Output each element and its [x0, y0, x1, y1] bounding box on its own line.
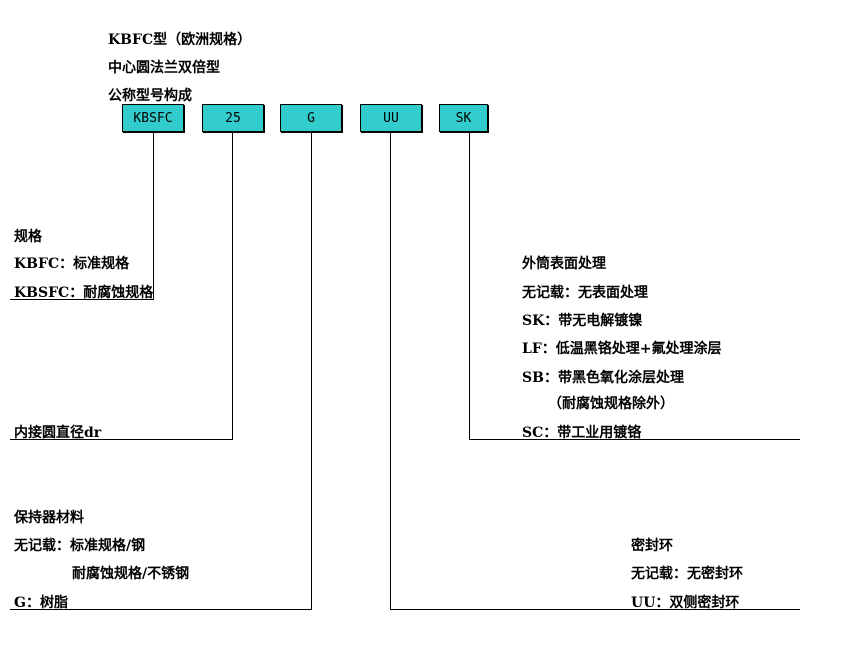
- surface-item-sb: SB：带黑色氧化涂层处理: [522, 370, 684, 386]
- spec-title: 规格: [14, 229, 42, 245]
- surface-item-none: 无记载：无表面处理: [522, 285, 648, 301]
- spec-item-standard: KBFC：标准规格: [14, 256, 130, 272]
- seal-item-none: 无记载：无密封环: [631, 566, 743, 582]
- connector-retainer-vertical: [311, 132, 312, 610]
- code-box-surface: SK: [439, 104, 488, 132]
- connector-surface-horizontal: [469, 439, 800, 440]
- code-box-retainer: G: [280, 104, 342, 132]
- title-line-1: KBFC型（欧洲规格）: [108, 32, 252, 48]
- spec-item-corrosion: KBSFC：耐腐蚀规格: [14, 285, 154, 301]
- title-line-3: 公称型号构成: [108, 88, 192, 104]
- connector-surface-vertical: [469, 132, 470, 440]
- title-line-2: 中心圆法兰双倍型: [108, 60, 220, 76]
- retainer-item-resin: G：树脂: [14, 595, 68, 611]
- connector-spec-horizontal: [10, 299, 154, 300]
- surface-title: 外筒表面处理: [522, 256, 606, 272]
- retainer-item-stainless: 耐腐蚀规格/不锈钢: [72, 566, 190, 582]
- code-box-size: 25: [202, 104, 264, 132]
- seal-title: 密封环: [631, 538, 673, 554]
- seal-item-uu: UU：双侧密封环: [631, 595, 740, 611]
- retainer-item-standard: 无记载：标准规格/钢: [14, 538, 146, 554]
- surface-item-sc: SC：带工业用镀铬: [522, 425, 642, 441]
- code-box-seal: UU: [360, 104, 422, 132]
- connector-diameter-vertical: [232, 132, 233, 440]
- connector-diameter-horizontal: [10, 439, 233, 440]
- surface-item-lf: LF：低温黑铬处理+氟处理涂层: [522, 341, 722, 357]
- diameter-label: 内接圆直径dr: [14, 425, 102, 441]
- code-box-series: KBSFC: [122, 104, 184, 132]
- retainer-title: 保持器材料: [14, 510, 84, 526]
- connector-seal-horizontal: [390, 609, 800, 610]
- surface-item-sb-note: （耐腐蚀规格除外）: [548, 396, 674, 412]
- connector-seal-vertical: [390, 132, 391, 610]
- connector-spec-vertical: [153, 132, 154, 300]
- surface-item-sk: SK：带无电解镀镍: [522, 313, 643, 329]
- connector-retainer-horizontal: [10, 609, 312, 610]
